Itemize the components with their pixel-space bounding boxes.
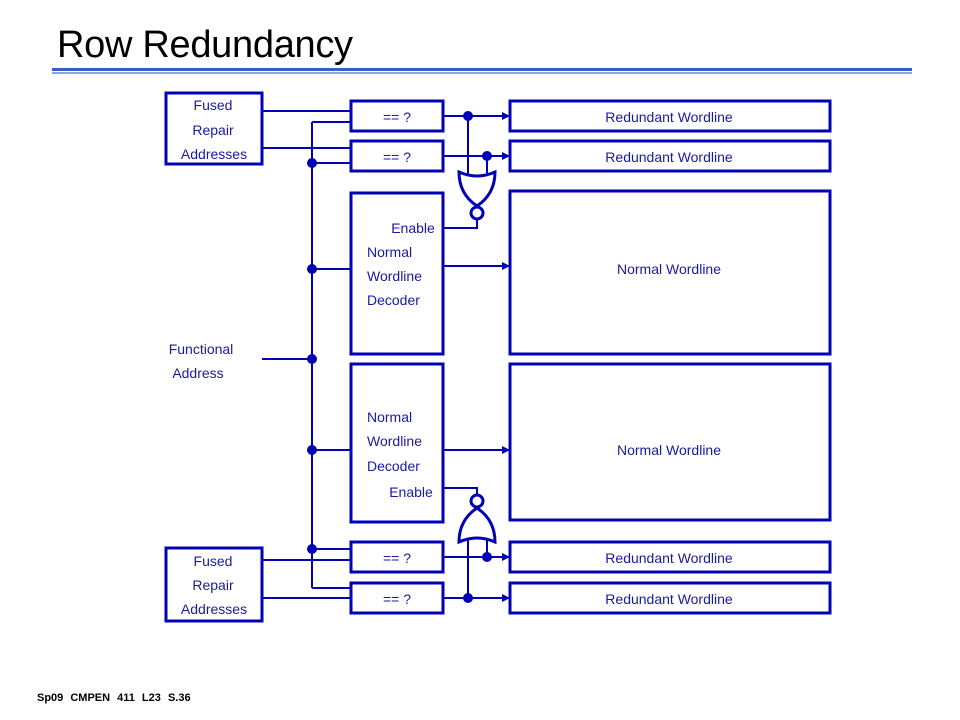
arrow-head [502,152,510,160]
arrow-head [502,112,510,120]
decoder-bottom-line3: Decoder [367,458,420,474]
nor-top-enable-wire [443,219,478,229]
arrow-head [502,446,510,454]
decoder-top-enable: Enable [391,220,435,236]
fused-top-line3: Addresses [181,146,247,162]
arrow-head [502,553,510,561]
functional-address-line1: Functional [169,341,234,357]
title-divider [52,68,912,71]
comparator-label-3: == ? [383,550,411,566]
fused-repair-box-bottom [164,546,264,623]
nor-top-bubble [469,205,485,221]
decoder-bottom-line1: Normal [367,409,412,425]
normal-decoder-box-bottom [349,362,445,524]
functional-address-line2: Address [172,365,223,381]
comparator-label-1: == ? [383,109,411,125]
redundant-wordline-label-1: Redundant Wordline [605,109,733,125]
junction-dot [307,445,317,455]
junction-dot [307,158,317,168]
fused-repair-box-top [164,91,264,166]
decoder-top-line3: Wordline [367,268,422,284]
junction-dot [307,264,317,274]
arrow-head [502,262,510,270]
junction-dot [307,544,317,554]
redundant-wordline-label-3: Redundant Wordline [605,550,733,566]
fused-bottom-line3: Addresses [181,601,247,617]
page-title: Row Redundancy [57,24,353,66]
normal-wordline-label-top: Normal Wordline [617,261,721,277]
redundant-wordline-label-4: Redundant Wordline [605,591,733,607]
comparator-label-4: == ? [383,591,411,607]
redundant-wordline-label-2: Redundant Wordline [605,149,733,165]
nor-gate-top [457,169,497,208]
decoder-top-line4: Decoder [367,292,420,308]
title-divider-shadow [52,72,912,74]
arrow-head [502,594,510,602]
decoder-bottom-line2: Wordline [367,433,422,449]
fused-top-line1: Fused [194,97,233,113]
decoder-top-line2: Normal [367,244,412,260]
nor-bottom-bubble [469,493,485,509]
normal-wordline-array-top [508,189,832,356]
slide-footer: Sp09 CMPEN 411 L23 S.36 [37,692,191,704]
fused-top-line2: Repair [192,122,234,138]
nor-bottom-enable-wire [443,487,478,495]
comparator-label-2: == ? [383,149,411,165]
normal-wordline-label-bottom: Normal Wordline [617,442,721,458]
normal-wordline-array-bottom [508,362,832,522]
junction-dot [307,354,317,364]
fused-bottom-line2: Repair [192,577,234,593]
normal-decoder-box-top [349,191,445,356]
nor-gate-bottom [457,506,497,545]
decoder-bottom-enable: Enable [389,484,433,500]
fused-bottom-line1: Fused [194,553,233,569]
